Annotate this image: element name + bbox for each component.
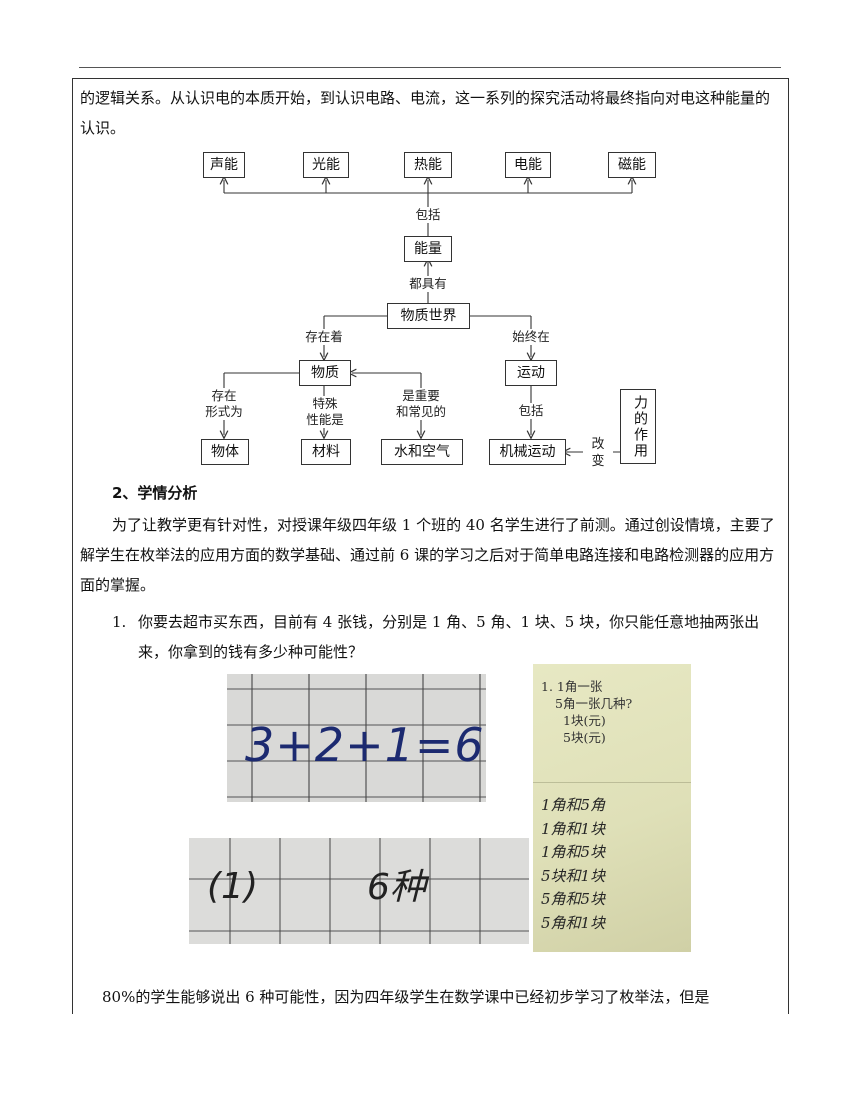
matter-box: 物质: [299, 360, 351, 386]
photo2-handwriting-left: (1): [207, 866, 258, 907]
energy-type-light: 光能: [303, 152, 349, 178]
question-number: 1.: [112, 613, 127, 631]
material-world-box: 物质世界: [387, 303, 470, 329]
label-always: 始终在: [503, 329, 559, 345]
photo3-list-item: 1角和5块: [541, 843, 606, 861]
photo2-handwriting-right: 6种: [367, 867, 426, 908]
photo3-list-item: 5角和1块: [541, 913, 606, 932]
photo3-list-item: 1角和1块: [541, 819, 606, 838]
motion-box: 运动: [505, 360, 557, 386]
label-include-bottom: 包括: [507, 403, 555, 419]
energy-type-electric: 电能: [505, 152, 551, 178]
label-change: 改 变: [583, 436, 613, 470]
intro-paragraph: 的逻辑关系。从认识电的本质开始，到认识电路、电流，这一系列的探究活动将最终指向对…: [80, 89, 771, 137]
label-important: 是重要 和常见的: [386, 388, 456, 420]
photo3-list-item: 5角和5块: [541, 890, 606, 908]
material-box: 材料: [301, 439, 351, 465]
photo1-handwriting: 3+2+1=6: [245, 718, 485, 772]
photo3-divider: [533, 782, 691, 783]
energy-type-magnetic: 磁能: [608, 152, 656, 178]
photo3-note-line: 1. 1角一张: [541, 679, 603, 694]
label-include-top: 包括: [404, 207, 452, 223]
label-all-have: 都具有: [396, 276, 460, 292]
energy-box: 能量: [404, 236, 452, 262]
photo3-combination-list: 1角和5角 1角和1块 1角和5块 5块和1块 5角和5块 5角和1块: [541, 794, 605, 935]
photo3-top-notes: 1. 1角一张 5角一张几种? 1块(元) 5块(元): [541, 678, 632, 746]
student-answer-photo-1: 3+2+1=6: [227, 674, 486, 802]
closing-paragraph: 80%的学生能够说出 6 种可能性，因为四年级学生在数学课中已经初步学习了枚举法…: [102, 988, 710, 1006]
photo3-note-line: 1块(元): [563, 713, 606, 728]
force-box: 力的作用: [620, 389, 656, 464]
photo3-note-line: 5角一张几种?: [555, 696, 633, 711]
table-cell-frame: [72, 78, 789, 1014]
photo3-list-item: 1角和5角: [541, 796, 606, 814]
header-rule: [79, 67, 781, 68]
photo3-list-item: 5块和1块: [541, 866, 606, 885]
label-form: 存在 形式为: [190, 388, 258, 420]
label-exists: 存在着: [296, 329, 352, 345]
analysis-paragraph: 为了让教学更有针对性，对授课年级四年级 1 个班的 40 名学生进行了前测。通过…: [80, 516, 775, 594]
energy-type-heat: 热能: [404, 152, 452, 178]
photo3-note-line: 5块(元): [563, 730, 606, 745]
label-special: 特殊 性能是: [298, 396, 352, 428]
student-answer-photo-2: (1) 6种: [189, 838, 529, 944]
student-answer-photo-3: 1. 1角一张 5角一张几种? 1块(元) 5块(元) 1角和5角 1角和1块 …: [533, 664, 691, 952]
energy-type-sound: 声能: [203, 152, 245, 178]
mechanical-motion-box: 机械运动: [489, 439, 566, 465]
object-box: 物体: [201, 439, 249, 465]
water-air-box: 水和空气: [381, 439, 463, 465]
question-text: 你要去超市买东西，目前有 4 张钱，分别是 1 角、5 角、1 块、5 块，你只…: [138, 613, 760, 661]
section-heading: 2、学情分析: [112, 484, 198, 502]
